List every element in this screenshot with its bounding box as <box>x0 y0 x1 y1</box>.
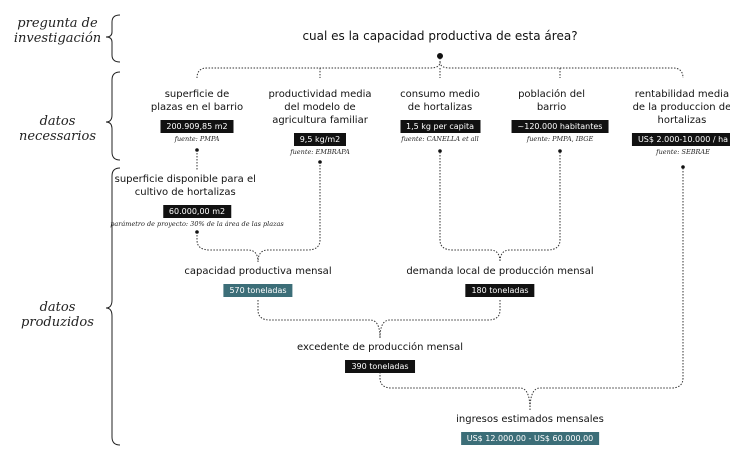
dot-icon <box>681 165 685 169</box>
node-title: productividad media del modelo de agricu… <box>268 89 372 126</box>
node-surplus: excedente de producción mensal 390 tonel… <box>297 341 463 373</box>
node-capacity: capacidad productiva mensal 570 tonelada… <box>184 265 332 297</box>
link-question-needed <box>196 58 684 79</box>
link-to-income <box>379 168 684 411</box>
node-source: fuente: SEBRAE <box>656 148 710 156</box>
node-value: 180 toneladas <box>465 284 535 297</box>
node-source: fuente: EMBRAPA <box>290 148 350 156</box>
dot-icon <box>558 149 562 153</box>
node-value: US$ 12.000,00 - US$ 60.000,00 <box>460 432 600 445</box>
node-value: 9,5 kg/m2 <box>293 133 347 146</box>
dot-icon <box>195 230 199 234</box>
node-value: ~120.000 habitantes <box>511 120 609 133</box>
node-title: demanda local de producción mensal <box>406 266 594 277</box>
node-profitability: rentabilidad media de la produccion de h… <box>631 88 730 156</box>
research-question: cual es la capacidad productiva de esta … <box>302 29 578 43</box>
dot-icon <box>438 149 442 153</box>
node-title: población del barrio <box>518 89 585 113</box>
row-label-question: pregunta de investigación <box>13 16 102 46</box>
node-title: capacidad productiva mensal <box>184 266 332 277</box>
node-title: excedente de producción mensal <box>297 342 463 353</box>
node-demand: demanda local de producción mensal 180 t… <box>406 265 594 297</box>
dot-icon <box>195 148 199 152</box>
node-income: ingresos estimados mensales US$ 12.000,0… <box>456 413 604 445</box>
node-value: US$ 2.000-10.000 / ha <box>631 133 730 146</box>
bracket-needed <box>105 71 121 161</box>
node-value: 1,5 kg per capita <box>400 120 480 133</box>
node-title: consumo medio de hortalizas <box>400 89 480 113</box>
node-plazas-area: superficie de plazas en el barrio 200.90… <box>150 88 245 143</box>
dot-icon <box>437 53 443 59</box>
node-consumption: consumo medio de hortalizas 1,5 kg per c… <box>398 88 483 143</box>
node-value: 60.000,00 m2 <box>162 205 232 218</box>
link-to-capacity <box>196 162 321 263</box>
node-productivity: productividad media del modelo de agricu… <box>265 88 375 156</box>
node-source: fuente: PMPA <box>174 135 220 143</box>
row-label-produced: datos produzidos <box>21 300 94 330</box>
node-note: parámetro de proyecto: 30% de la área de… <box>110 220 284 228</box>
link-to-surplus <box>257 300 501 339</box>
node-value: 200.909,85 m2 <box>160 120 234 133</box>
node-value: 390 toneladas <box>345 360 415 373</box>
bracket-produced <box>105 167 121 446</box>
node-title: ingresos estimados mensales <box>456 414 604 425</box>
node-value: 570 toneladas <box>223 284 293 297</box>
node-population: población del barrio ~120.000 habitantes… <box>511 88 609 143</box>
node-title: superficie de plazas en el barrio <box>150 89 244 113</box>
node-title: superficie disponible para el cultivo de… <box>114 174 256 198</box>
node-source: fuente: PMPA, IBGE <box>526 135 594 143</box>
bracket-question <box>105 14 121 63</box>
link-to-demand <box>439 152 561 263</box>
node-title: rentabilidad media de la produccion de h… <box>632 89 730 126</box>
node-source: fuente: CANELLA et all <box>401 135 479 143</box>
row-label-needed: datos necessarios <box>18 114 96 144</box>
node-available-area: superficie disponible para el cultivo de… <box>110 173 283 228</box>
dot-icon <box>318 160 322 164</box>
